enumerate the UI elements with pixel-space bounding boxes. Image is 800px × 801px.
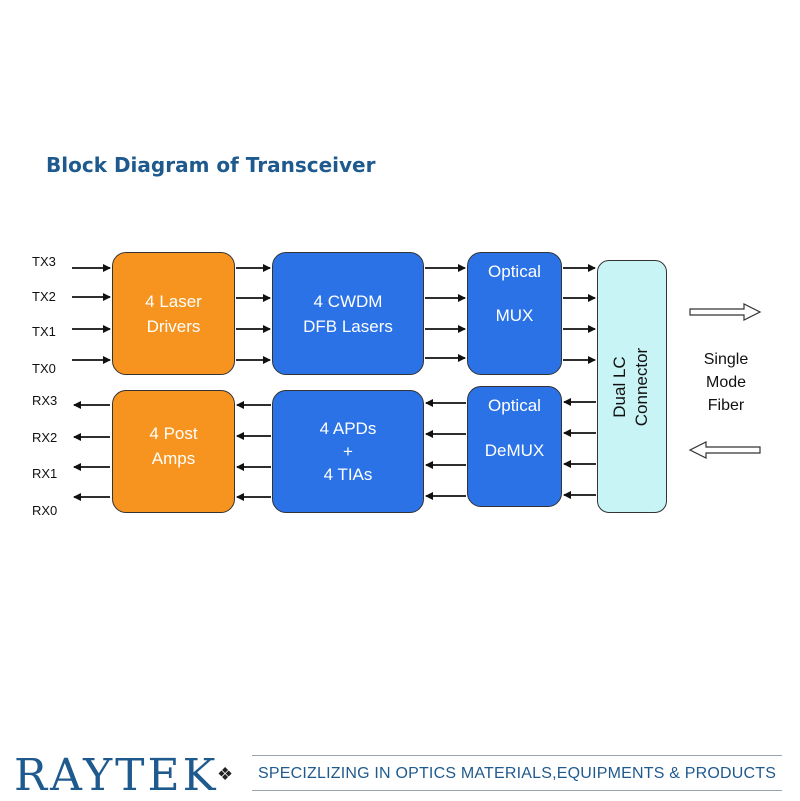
single-mode-fiber-label: Single Mode Fiber: [696, 348, 756, 417]
laser-drivers-line1: 4 Laser: [145, 291, 202, 311]
port-label-tx1: TX1: [32, 324, 56, 339]
cwdm-lasers-line1: 4 CWDM: [313, 291, 383, 311]
cwdm-lasers-line2: DFB Lasers: [303, 316, 393, 336]
port-label-tx0: TX0: [32, 361, 56, 376]
port-label-tx2: TX2: [32, 289, 56, 304]
footer-slogan: SPECIZLIZING IN OPTICS MATERIALS,EQUIPME…: [258, 765, 777, 782]
connector-label: Dual LC Connector: [609, 327, 655, 447]
apds-tias-block: 4 APDs + 4 TIAs: [272, 390, 424, 513]
fiber-label-line3: Fiber: [707, 397, 745, 414]
laser-drivers-line2: Drivers: [146, 316, 201, 336]
optical-mux-line2: MUX: [495, 306, 534, 325]
connector-label-line2: Connector: [632, 347, 651, 427]
port-label-tx3: TX3: [32, 254, 56, 269]
post-amps-line1: 4 Post: [149, 424, 198, 443]
optical-demux-block: Optical DeMUX: [467, 386, 562, 507]
port-label-rx1: RX1: [32, 466, 58, 481]
fiber-label-line2: Mode: [705, 374, 747, 391]
apds-tias-line1: 4 APDs: [319, 419, 377, 438]
optical-mux-line1: Optical: [488, 262, 541, 281]
post-amps-line2: Amps: [151, 449, 196, 468]
fiber-label-line1: Single: [703, 351, 749, 368]
fiber-in-arrow: [688, 441, 761, 459]
port-label-rx3: RX3: [32, 393, 58, 408]
post-amps-block: 4 Post Amps: [112, 390, 235, 513]
diagram-title: Block Diagram of Transceiver: [46, 153, 376, 177]
footer-rule-top: [252, 755, 782, 756]
footer-rule-bottom: [252, 790, 782, 791]
fiber-out-arrow: [689, 303, 762, 321]
optical-mux-block: Optical MUX: [467, 252, 562, 375]
port-label-rx0: RX0: [32, 503, 58, 518]
optical-demux-line1: Optical: [488, 396, 541, 415]
optical-demux-line2: DeMUX: [484, 441, 545, 460]
cwdm-lasers-block: 4 CWDM DFB Lasers: [272, 252, 424, 375]
apds-tias-line2: +: [343, 442, 353, 461]
raytek-logo: RAYTEK: [14, 750, 219, 801]
apds-tias-line3: 4 TIAs: [323, 465, 373, 484]
connector-label-line1: Dual LC: [610, 356, 629, 418]
laser-drivers-block: 4 Laser Drivers: [112, 252, 235, 375]
dual-lc-connector-block: [597, 260, 667, 513]
logo-diamond-icon: ❖: [217, 764, 234, 784]
port-label-rx2: RX2: [32, 430, 58, 445]
